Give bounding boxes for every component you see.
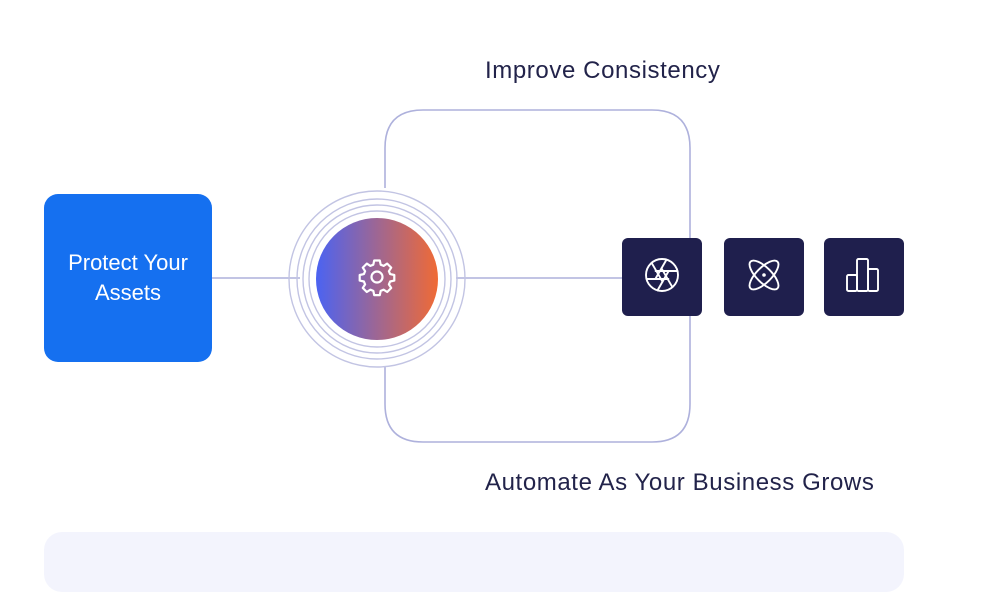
hub-ring-2	[296, 198, 458, 360]
hub-ring-inner	[308, 210, 446, 348]
bar-chart-tile	[824, 238, 904, 316]
atom-icon	[743, 254, 785, 301]
aperture-icon	[642, 255, 682, 300]
automate-label: Automate As Your Business Grows	[485, 469, 875, 496]
hub-ring-3	[302, 204, 452, 354]
protect-assets-label: Protect Your Assets	[68, 250, 188, 305]
gear-icon	[357, 257, 397, 302]
aperture-tile	[622, 238, 702, 316]
automation-hub	[316, 218, 438, 340]
bottom-panel	[44, 532, 904, 592]
protect-assets-box: Protect Your Assets	[44, 194, 212, 362]
improve-consistency-label: Improve Consistency	[485, 57, 721, 84]
atom-tile	[724, 238, 804, 316]
diagram: Improve Consistency Protect Your Assets	[44, 57, 904, 592]
bar-chart-icon	[844, 255, 884, 300]
hub-ring-outer	[288, 190, 466, 368]
